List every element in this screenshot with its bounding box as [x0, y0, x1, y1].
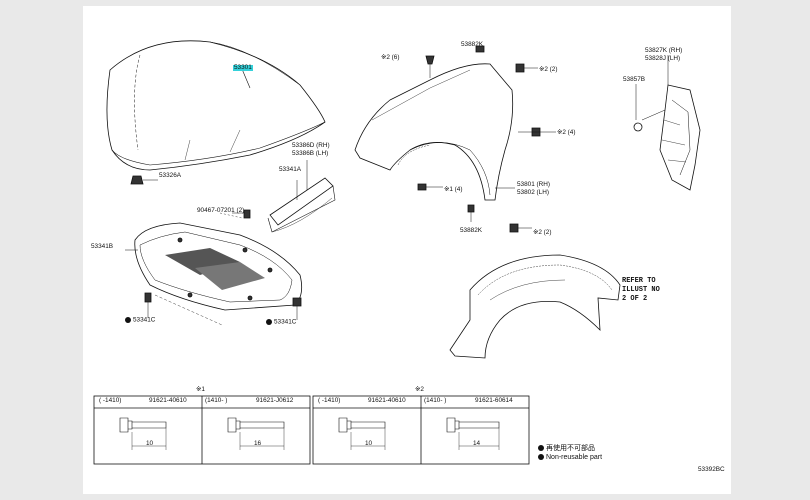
cell-1-part[interactable]: 91621-40610 — [149, 397, 187, 404]
label-clip-b[interactable]: 53341C — [266, 319, 296, 326]
x1-table-mark: ※1 — [196, 386, 205, 393]
label-clip-a[interactable]: 53341C — [125, 317, 155, 324]
label-seal-rh[interactable]: 53386D (RH) — [292, 142, 330, 149]
cell-4-length: 14 — [473, 440, 481, 447]
legend-en: Non-reusable part — [538, 454, 602, 461]
legend-en-text: Non-reusable part — [546, 454, 603, 461]
bolt-icon — [227, 417, 285, 450]
diagram-code: 53392BC — [698, 466, 725, 473]
label-bolt-x2-right-mid[interactable]: ※2 (4) — [557, 129, 576, 136]
label-hood[interactable]: 53301 — [233, 64, 253, 72]
non-reusable-dot — [266, 319, 272, 325]
bolt-icon — [446, 417, 500, 450]
liner-drawing — [449, 254, 621, 359]
label-bolt-screw[interactable]: 90467-07201 (2) — [197, 207, 245, 214]
cell-1-range: ( -1410) — [99, 397, 122, 404]
label-bolt-x2-right-top[interactable]: ※2 (2) — [539, 66, 558, 73]
cell-1-length: 10 — [146, 440, 154, 447]
label-bolt-x2-left[interactable]: ※2 (6) — [381, 54, 400, 61]
refer-to-note[interactable]: REFER TO ILLUST NO 2 OF 2 — [622, 277, 660, 303]
label-hood-cushion[interactable]: 53326A — [159, 172, 182, 179]
label-clip-b-text: 53341C — [274, 318, 297, 326]
hood-drawing — [106, 40, 326, 171]
cell-4-range: (1410- ) — [424, 397, 447, 404]
legend-zh-text: 再使用不可部品 — [546, 445, 595, 452]
legend-dot-icon — [538, 454, 544, 461]
bolt-icon — [338, 417, 386, 450]
label-grommet[interactable]: 53857B — [623, 76, 646, 83]
non-reusable-dot — [125, 317, 131, 323]
label-bolt-x2-bottom[interactable]: ※2 (2) — [533, 229, 552, 236]
cell-2-range: (1410- ) — [205, 397, 228, 404]
cell-4-part[interactable]: 91621-60614 — [475, 397, 513, 404]
label-seal-lh[interactable]: 53386B (LH) — [292, 150, 329, 157]
cushion-part — [130, 175, 144, 185]
label-silencer[interactable]: 53341B — [91, 243, 114, 250]
cell-2-part[interactable]: 91621-J0612 — [256, 397, 294, 404]
label-insulator[interactable]: 53341A — [279, 166, 302, 173]
cell-3-range: ( -1410) — [318, 397, 341, 404]
legend-dot-icon — [538, 445, 544, 452]
fender-drawing — [354, 63, 514, 201]
cell-3-part[interactable]: 91621-40610 — [368, 397, 406, 404]
label-clip-a-text: 53341C — [133, 316, 156, 324]
label-bracket-lh[interactable]: 53828J (LH) — [645, 55, 681, 62]
parts-diagram-sheet: 53301 53326A 53341A 53386D (RH) 53386B (… — [83, 6, 731, 494]
label-bracket-rh[interactable]: 53827K (RH) — [645, 47, 683, 54]
bolt-icon — [119, 417, 167, 450]
seal-drawing — [267, 177, 336, 233]
cell-3-length: 10 — [365, 440, 373, 447]
x2-table-mark: ※2 — [415, 386, 424, 393]
cell-2-length: 16 — [254, 440, 262, 447]
silencer-drawing — [134, 222, 303, 311]
label-fender-clip-top[interactable]: 53882K — [461, 41, 484, 48]
label-fender-clip-bottom[interactable]: 53882K — [460, 227, 483, 234]
label-fender-rh[interactable]: 53801 (RH) — [517, 181, 551, 188]
legend-zh: 再使用不可部品 — [538, 443, 595, 453]
label-fender-lh[interactable]: 53802 (LH) — [517, 189, 549, 196]
diagram-drawing — [93, 40, 701, 465]
label-bolt-x1[interactable]: ※1 (4) — [444, 186, 463, 193]
bracket-drawing — [659, 84, 701, 191]
bolt-tables — [93, 395, 530, 465]
